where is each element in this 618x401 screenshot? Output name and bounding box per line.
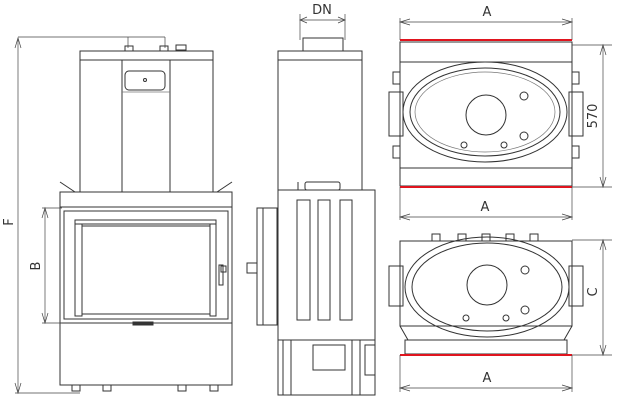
- dimension-label-b: B: [29, 262, 44, 271]
- front-view: F B: [2, 36, 233, 395]
- dimension-label-c: C: [586, 287, 601, 296]
- dimension-label-570: 570: [586, 104, 601, 129]
- dimension-label-a-bottom: A: [483, 371, 492, 386]
- bottom-view: C A: [388, 233, 612, 392]
- side-view: DN: [246, 3, 376, 396]
- dimension-label-f: F: [2, 218, 17, 225]
- top-view: A 570 A: [388, 5, 612, 221]
- dimension-label-dn: DN: [312, 3, 332, 18]
- dimension-label-a-top: A: [483, 5, 492, 20]
- dimension-label-a-middle: A: [481, 200, 490, 215]
